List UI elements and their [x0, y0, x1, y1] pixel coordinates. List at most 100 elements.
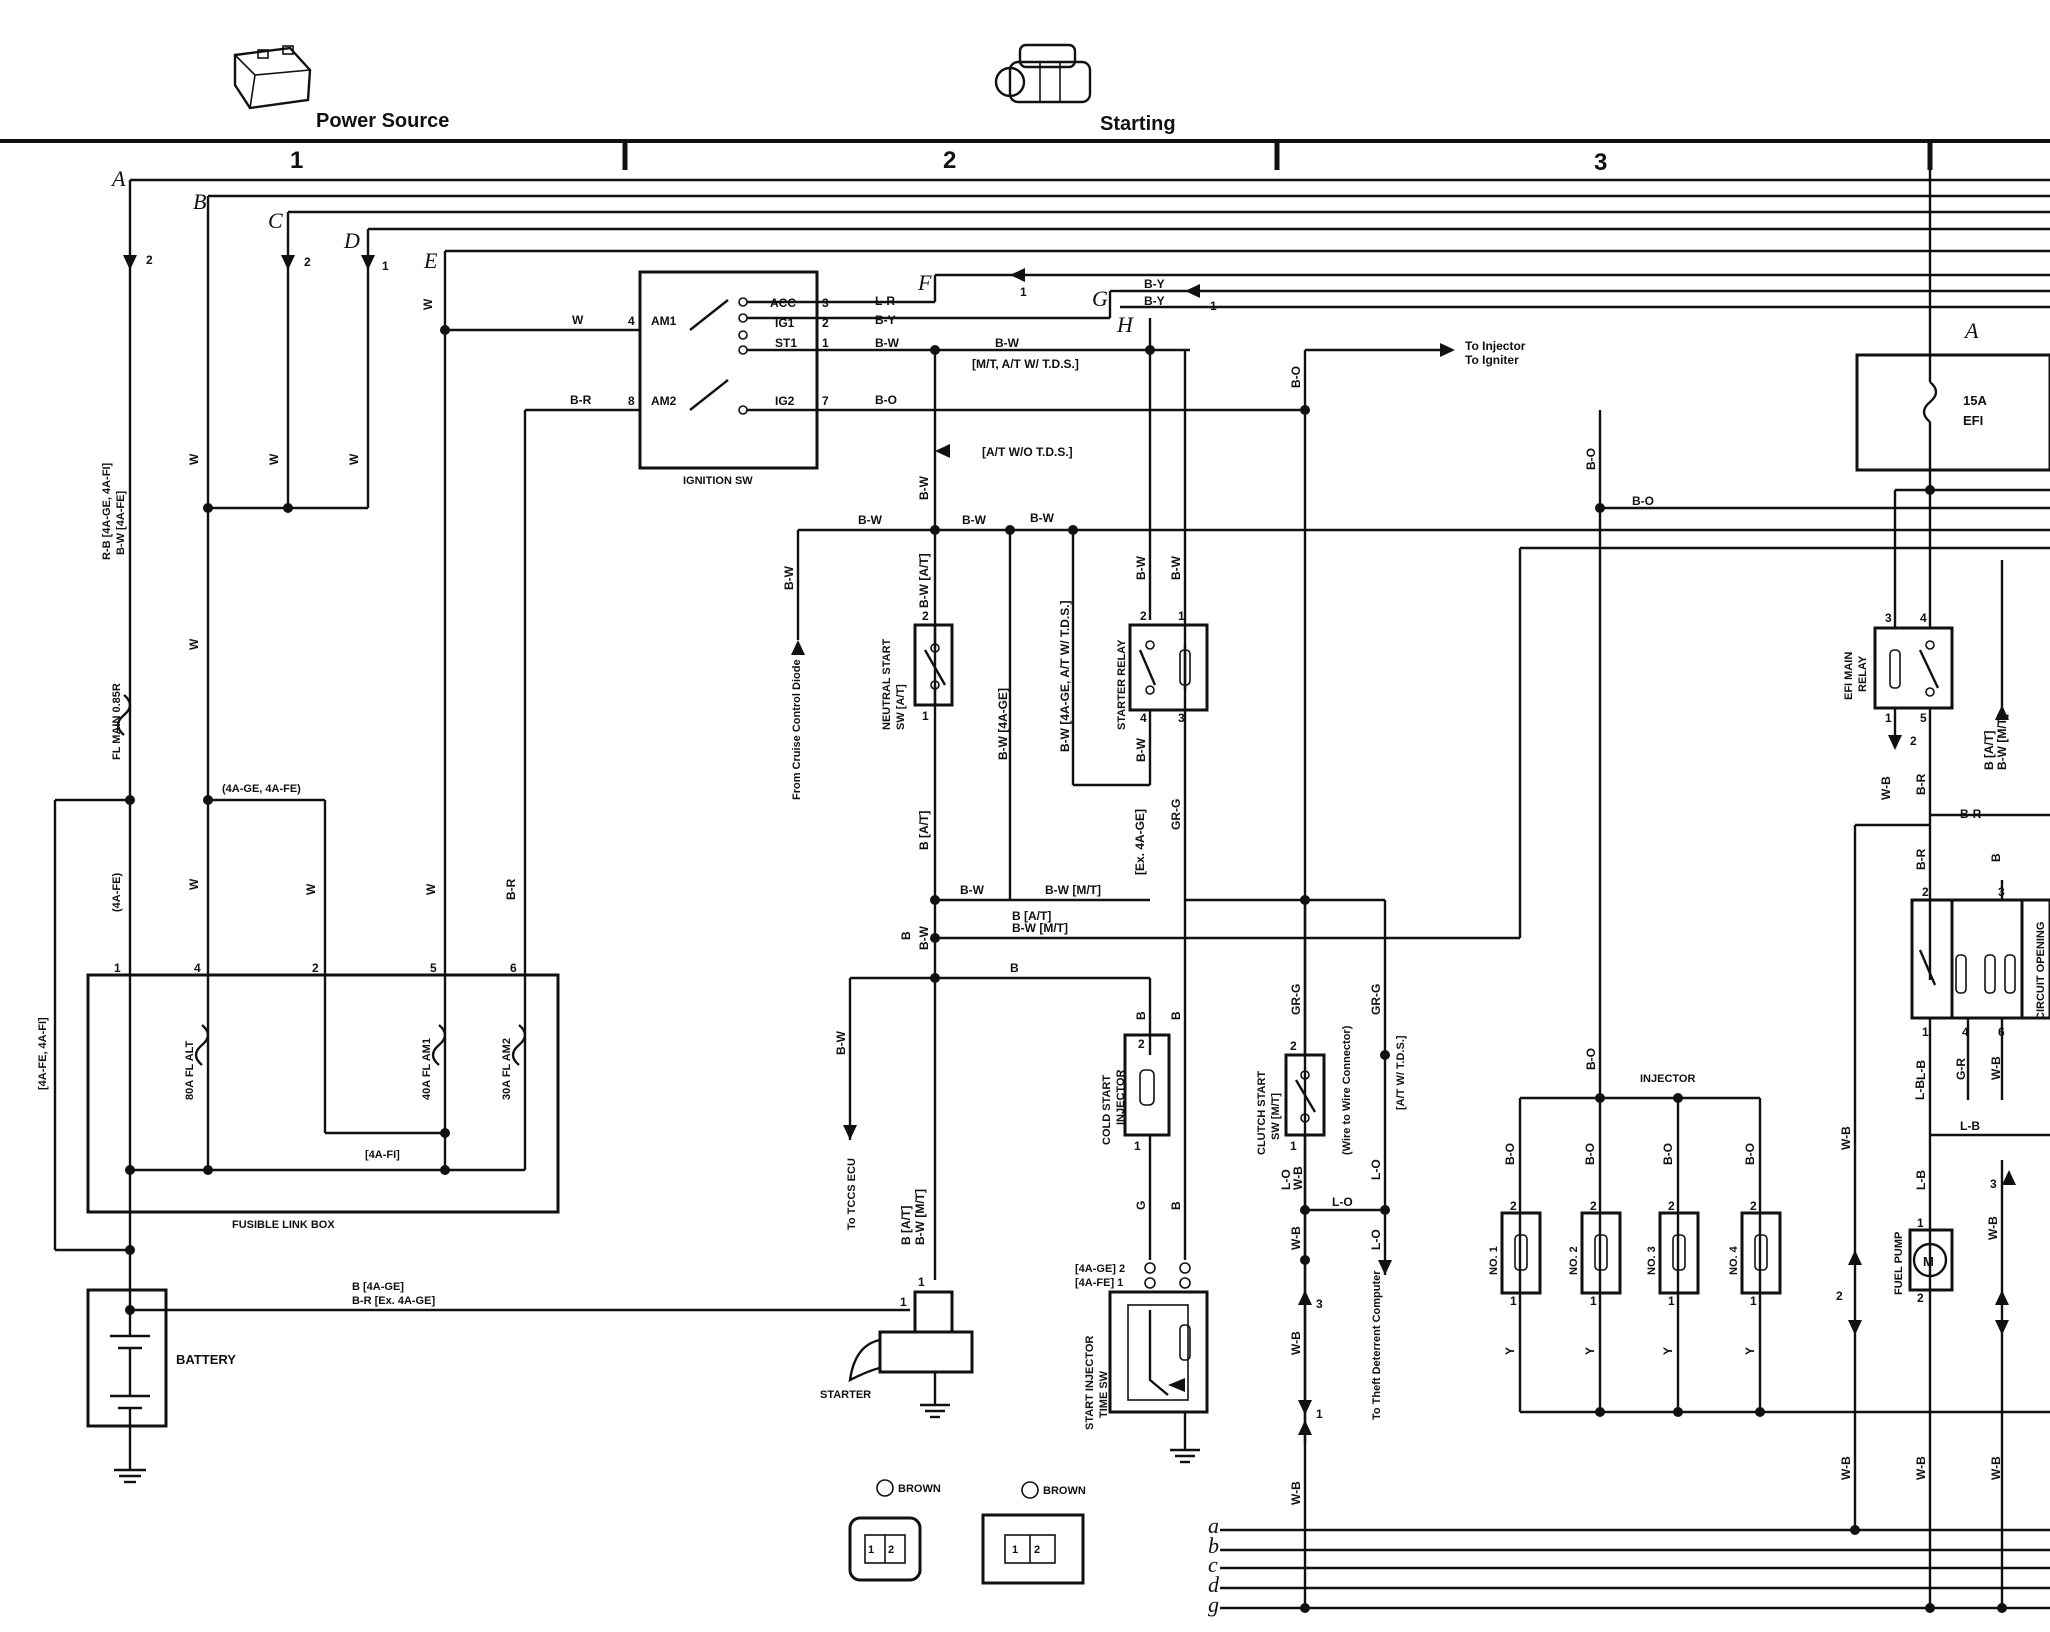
flb-pin: 4	[194, 961, 201, 975]
pin-label: 1	[1750, 1294, 1757, 1308]
pin-label: 2	[1917, 1291, 1924, 1305]
pin-label: 4	[1140, 711, 1147, 725]
pin-label: 1	[1316, 1407, 1323, 1421]
fuse-30a-am2: 30A FL AM2	[501, 1038, 513, 1100]
pin-label: 2	[1138, 1037, 1145, 1051]
bus-letter-h: H	[1116, 312, 1134, 337]
ig-acc: ACC	[770, 296, 796, 310]
arrow-up	[2002, 1170, 2016, 1185]
neutral-start-label: NEUTRAL START	[881, 638, 893, 730]
connector-d-label: BROWN	[1043, 1485, 1086, 1497]
arrow-to-tccs	[843, 1125, 857, 1140]
wire-label: B-O	[1632, 494, 1654, 508]
starter-motor-icon	[994, 43, 1092, 104]
cold-start-label-2: INJECTOR	[1115, 1070, 1127, 1125]
clutch-start-label: CLUTCH START	[1256, 1071, 1268, 1155]
arrow-up	[1298, 1420, 1312, 1435]
wire-label: B-R	[1914, 773, 1928, 795]
note-bw-at: B-W [A/T]	[917, 553, 931, 608]
wire-label: B-O	[1289, 366, 1303, 388]
battery-label: BATTERY	[176, 1352, 236, 1367]
fuel-pump	[1908, 1228, 1954, 1292]
wire-label: B-O	[1503, 1143, 1517, 1165]
wire-label: W	[304, 883, 318, 895]
connector-pin	[1179, 1262, 1191, 1274]
wire-label: W-B	[1839, 1456, 1853, 1480]
arrow-up	[1995, 705, 2009, 720]
note-bw-mt-2: B-W [M/T]	[1012, 921, 1068, 935]
pin-label: 5	[1920, 711, 1927, 725]
neutral-start-switch	[913, 623, 954, 707]
wire-label: B	[1134, 1011, 1148, 1020]
pin-label: 1	[1590, 1294, 1597, 1308]
wire-label: B-W	[1134, 737, 1148, 762]
note-rb-ge: R-B [4A-GE, 4A-FI]	[101, 463, 113, 561]
pin-label: 2	[922, 609, 929, 623]
note-fi: [4A-FI]	[365, 1149, 400, 1161]
bottom-bus	[1220, 1525, 2050, 1613]
arrow-to-injector	[1440, 343, 1455, 357]
wire-label: W	[267, 453, 281, 465]
wire-label: B-R	[570, 393, 592, 407]
efi-main-relay-label-2: RELAY	[1857, 655, 1869, 692]
wire-label: B-W	[875, 336, 900, 350]
clutch-start-switch	[1284, 900, 1392, 1275]
wire-label: GR-G	[1369, 984, 1383, 1015]
pin-label: 1	[1917, 1216, 1924, 1230]
note-b-at-2: B [A/T]	[1012, 909, 1051, 923]
arrow-g	[1185, 284, 1200, 298]
wire-label: L-B	[1913, 1080, 1927, 1100]
bus-letter-d-low: d	[1208, 1572, 1220, 1597]
bus-letter-d: D	[343, 228, 360, 253]
start-injector-label-2: TIME SW	[1098, 1370, 1110, 1418]
top-bus	[130, 178, 2050, 309]
wire-label: B	[1169, 1011, 1183, 1020]
wire-label: B	[1010, 961, 1019, 975]
flb-pin: 6	[510, 961, 517, 975]
ig-pin: 1	[822, 336, 829, 350]
bus-letter-g-low: g	[1208, 1592, 1219, 1617]
note-bw-4age: B-W [4A-GE]	[996, 688, 1010, 760]
connector-c	[848, 1479, 922, 1582]
bus-letter-b-low: b	[1208, 1533, 1219, 1558]
wire-label: L-R	[875, 294, 895, 308]
pin-label: 2	[1836, 1289, 1843, 1303]
wire-label: B [A/T]	[1982, 731, 1996, 770]
pin-label: 2	[1140, 609, 1147, 623]
wire-label: W	[424, 883, 438, 895]
wire-label: B-Y	[875, 313, 896, 327]
circuit-opening-label: CIRCUIT OPENING	[2035, 922, 2047, 1020]
pin-label: 1	[1668, 1294, 1675, 1308]
wire-label: B-W	[917, 475, 931, 500]
wire-label: B-W	[917, 925, 931, 950]
wire-label: W-B	[1289, 1481, 1303, 1505]
bus-letter-f: F	[917, 270, 932, 295]
bus-letter-a-low: a	[1208, 1513, 1219, 1538]
starter-label: STARTER	[820, 1389, 871, 1401]
arrow-down	[1848, 1320, 1862, 1335]
wire-label: L-B	[1914, 1170, 1928, 1190]
wire-label: B-Y	[1144, 277, 1165, 291]
pin-label: 3	[1885, 611, 1892, 625]
injector-no3-label: NO. 3	[1646, 1246, 1658, 1275]
connector-pin-label: 1	[868, 1544, 874, 1556]
efi-fuse-rating: 15A	[1963, 393, 1987, 408]
pin-label: 1	[1210, 299, 1217, 313]
wire-label: L-B	[1960, 1119, 1980, 1133]
pin-label: 1	[1290, 1139, 1297, 1153]
flb-pin: 5	[430, 961, 437, 975]
injector-group-label: INJECTOR	[1640, 1073, 1695, 1085]
column-3-label: 3	[1594, 149, 1607, 176]
wire-label: B-O	[875, 393, 897, 407]
bus-letter-a: A	[110, 166, 126, 191]
note-to-theft: To Theft Deterrent Computer	[1371, 1270, 1383, 1420]
wire-label: W	[187, 638, 201, 650]
fuel-pump-motor-label: M	[1923, 1254, 1934, 1269]
wire-label: L-B	[1914, 1060, 1928, 1080]
wire-label: B	[1989, 853, 2003, 862]
pin-label: 2	[1668, 1199, 1675, 1213]
pin-label: 1	[1510, 1294, 1517, 1308]
note-fe: (4A-FE)	[111, 873, 123, 912]
pin-label: 2	[1922, 885, 1929, 899]
note-batt-starter-2: B-R [Ex. 4A-GE]	[352, 1295, 435, 1307]
